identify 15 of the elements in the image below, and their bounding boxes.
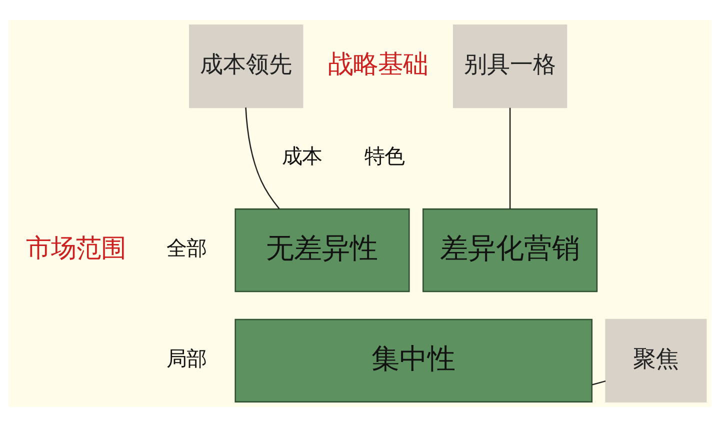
label: 局部 bbox=[166, 346, 206, 371]
node-box: 别具一格 bbox=[452, 24, 568, 108]
node-box: 集中性 bbox=[234, 318, 593, 403]
connector bbox=[509, 108, 511, 209]
node-box: 差异化营销 bbox=[422, 208, 598, 292]
label: 市场范围 bbox=[26, 232, 126, 263]
label: 全部 bbox=[166, 236, 206, 260]
connector bbox=[245, 108, 280, 210]
node-box: 聚焦 bbox=[605, 318, 707, 403]
node-box: 无差异性 bbox=[234, 208, 410, 292]
label: 成本 bbox=[282, 144, 322, 168]
label: 战略基础 bbox=[328, 48, 428, 79]
label: 特色 bbox=[364, 144, 404, 168]
node-box: 成本领先 bbox=[189, 24, 304, 108]
connector bbox=[592, 380, 606, 386]
